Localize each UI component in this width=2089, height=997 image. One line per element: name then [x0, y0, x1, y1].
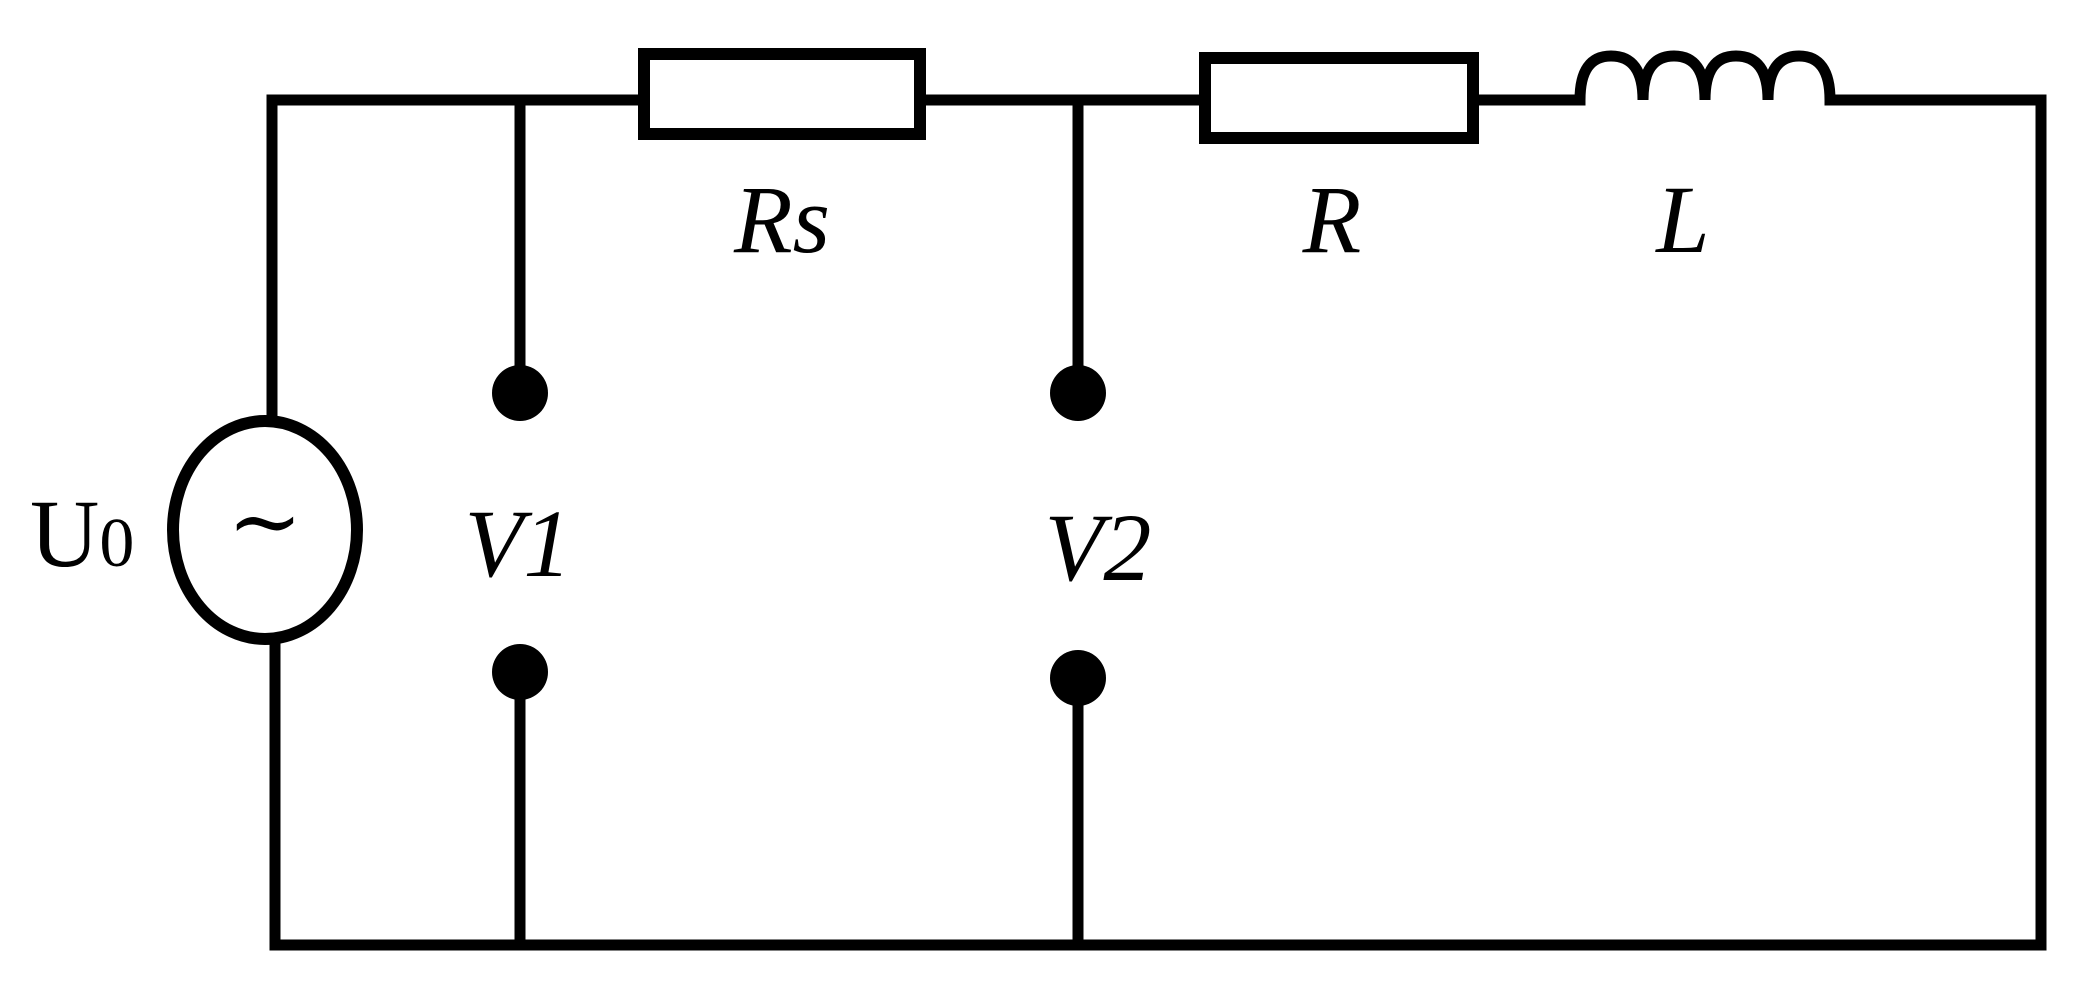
label-u0-sub: 0 — [99, 505, 134, 582]
label-v1: V1 — [465, 490, 572, 597]
ac-source-symbol: ~ — [227, 469, 302, 574]
label-u0: U0 — [30, 480, 134, 587]
resistor-rs — [638, 48, 926, 140]
inductor-l — [1574, 50, 1836, 101]
label-u0-main: U — [30, 480, 99, 587]
label-r: R — [1302, 166, 1362, 273]
ac-source — [167, 415, 363, 645]
terminal-v2-top — [1050, 365, 1106, 421]
terminal-v1-bottom — [492, 644, 548, 700]
terminal-v2-bottom — [1050, 650, 1106, 706]
label-rs: Rs — [733, 166, 830, 273]
resistor-r — [1199, 52, 1479, 144]
label-v2: V2 — [1045, 494, 1152, 601]
terminal-v1-top — [492, 365, 548, 421]
label-l: L — [1654, 166, 1709, 273]
